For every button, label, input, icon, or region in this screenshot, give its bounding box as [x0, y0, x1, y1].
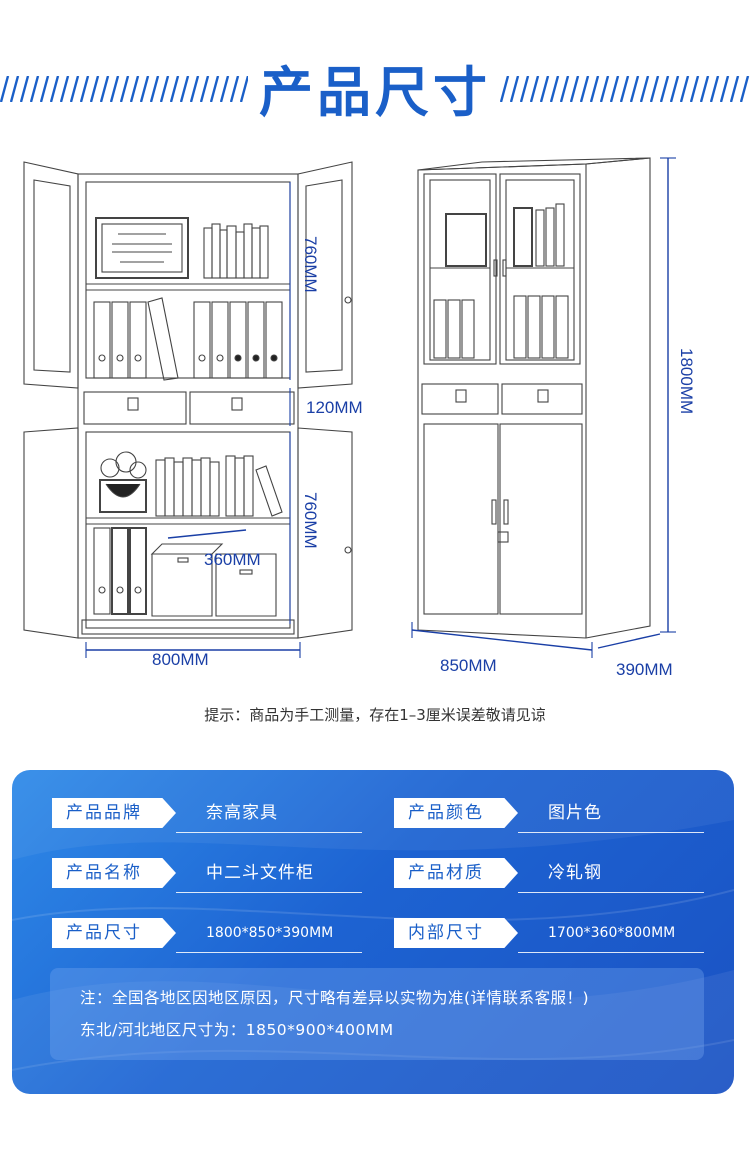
header-stripes-left [0, 76, 248, 102]
note-line-2: 东北/河北地区尺寸为：1850*900*400MM [80, 1021, 394, 1039]
spec-value: 1800*850*390MM [206, 925, 334, 941]
certificate-frame [95, 217, 189, 279]
potted-plant [99, 451, 147, 513]
storage-boxes [150, 543, 277, 617]
note-box: 注：全国各地区因地区原因，尺寸略有差异以实物为准(详情联系客服！) 东北/河北地… [50, 968, 704, 1060]
header-stripes-right [500, 76, 750, 102]
dim-total-height: 1800MM [677, 348, 696, 415]
note-line-1: 注：全国各地区因地区原因，尺寸略有差异以实物为准(详情联系客服！) [80, 989, 590, 1007]
dim-total-width: 850MM [440, 656, 497, 675]
spec-label: 产品名称 [52, 858, 176, 888]
drawer-left [83, 391, 187, 425]
spec-value: 中二斗文件柜 [206, 863, 314, 883]
measurement-tip: 提示：商品为手工测量，存在1–3厘米误差敬请见谅 [204, 706, 546, 724]
spec-size: 产品尺寸 1800*850*390MM [52, 918, 372, 954]
spec-value: 奈高家具 [206, 803, 278, 823]
page-title: 产品尺寸 [259, 61, 491, 124]
dim-lower-height: 760MM [301, 492, 320, 549]
spec-value: 冷轧钢 [548, 863, 602, 883]
spec-label: 内部尺寸 [394, 918, 518, 948]
spec-name: 产品名称 中二斗文件柜 [52, 858, 372, 894]
spec-color: 产品颜色 图片色 [394, 798, 714, 834]
spec-value: 1700*360*800MM [548, 925, 676, 941]
spec-label: 产品尺寸 [52, 918, 176, 948]
books-lower [155, 455, 283, 517]
spec-inner-size: 内部尺寸 1700*360*800MM [394, 918, 714, 954]
cabinet-line-drawing [23, 157, 676, 658]
binders-top [93, 297, 283, 381]
cabinet-drawing: 760MM 120MM 760MM 360MM 800MM 1800MM 850… [0, 140, 750, 700]
lower-left-door [23, 427, 79, 639]
panel-wave-decoration [12, 770, 734, 1094]
closed-cabinet [417, 157, 651, 639]
binders-lower [93, 527, 147, 615]
spec-value: 图片色 [548, 803, 602, 823]
dim-drawer-height: 120MM [306, 398, 363, 417]
dim-inner-depth: 360MM [204, 550, 261, 569]
books-top [203, 223, 269, 279]
spec-label: 产品品牌 [52, 798, 176, 828]
spec-brand: 产品品牌 奈高家具 [52, 798, 372, 834]
dim-upper-height: 760MM [301, 236, 320, 293]
dim-inner-width: 800MM [152, 650, 209, 669]
dim-total-depth: 390MM [616, 660, 673, 679]
spec-panel: 产品品牌 奈高家具 产品颜色 图片色 产品名称 中二斗文件柜 产品材质 冷轧钢 … [12, 770, 734, 1094]
spec-material: 产品材质 冷轧钢 [394, 858, 714, 894]
cabinet-body [77, 173, 299, 639]
spec-label: 产品材质 [394, 858, 518, 888]
section-header: 产品尺寸 [0, 40, 750, 130]
drawer-right [189, 391, 295, 425]
spec-label: 产品颜色 [394, 798, 518, 828]
